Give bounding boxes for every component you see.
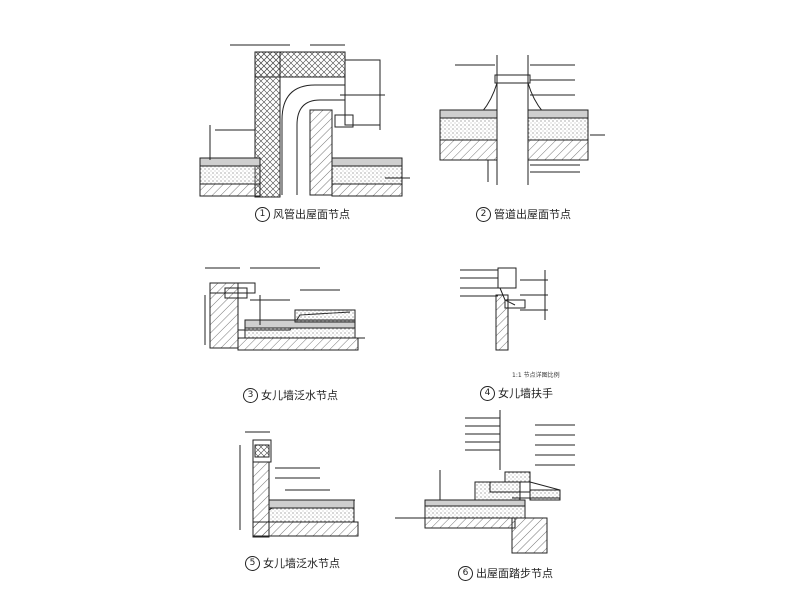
detail-2-number: 2 [476, 206, 491, 222]
detail-4-number: 4 [480, 385, 495, 401]
detail-3-parapet-flashing [204, 267, 365, 351]
detail-6-roof-steps [395, 410, 575, 554]
detail-4-parapet-railing [460, 267, 548, 351]
detail-5-parapet-flashing [239, 431, 359, 538]
detail-1-number: 1 [255, 206, 270, 222]
detail-3-title: 女儿墙泛水节点 [261, 389, 338, 402]
detail-1-duct-roof [199, 44, 410, 198]
detail-4-scale-note: 1:1 节点详图比例 [512, 372, 560, 379]
detail-5-title: 女儿墙泛水节点 [263, 557, 340, 570]
detail-2-pipe-roof [439, 55, 605, 185]
detail-4-title: 女儿墙扶手 [498, 387, 553, 400]
detail-2-title: 管道出屋面节点 [494, 208, 571, 221]
detail-6-number: 6 [458, 565, 473, 581]
detail-1-title: 风管出屋面节点 [273, 208, 350, 221]
detail-6-title: 出屋面踏步节点 [476, 567, 553, 580]
detail-5-number: 5 [245, 555, 260, 571]
detail-3-number: 3 [243, 387, 258, 403]
